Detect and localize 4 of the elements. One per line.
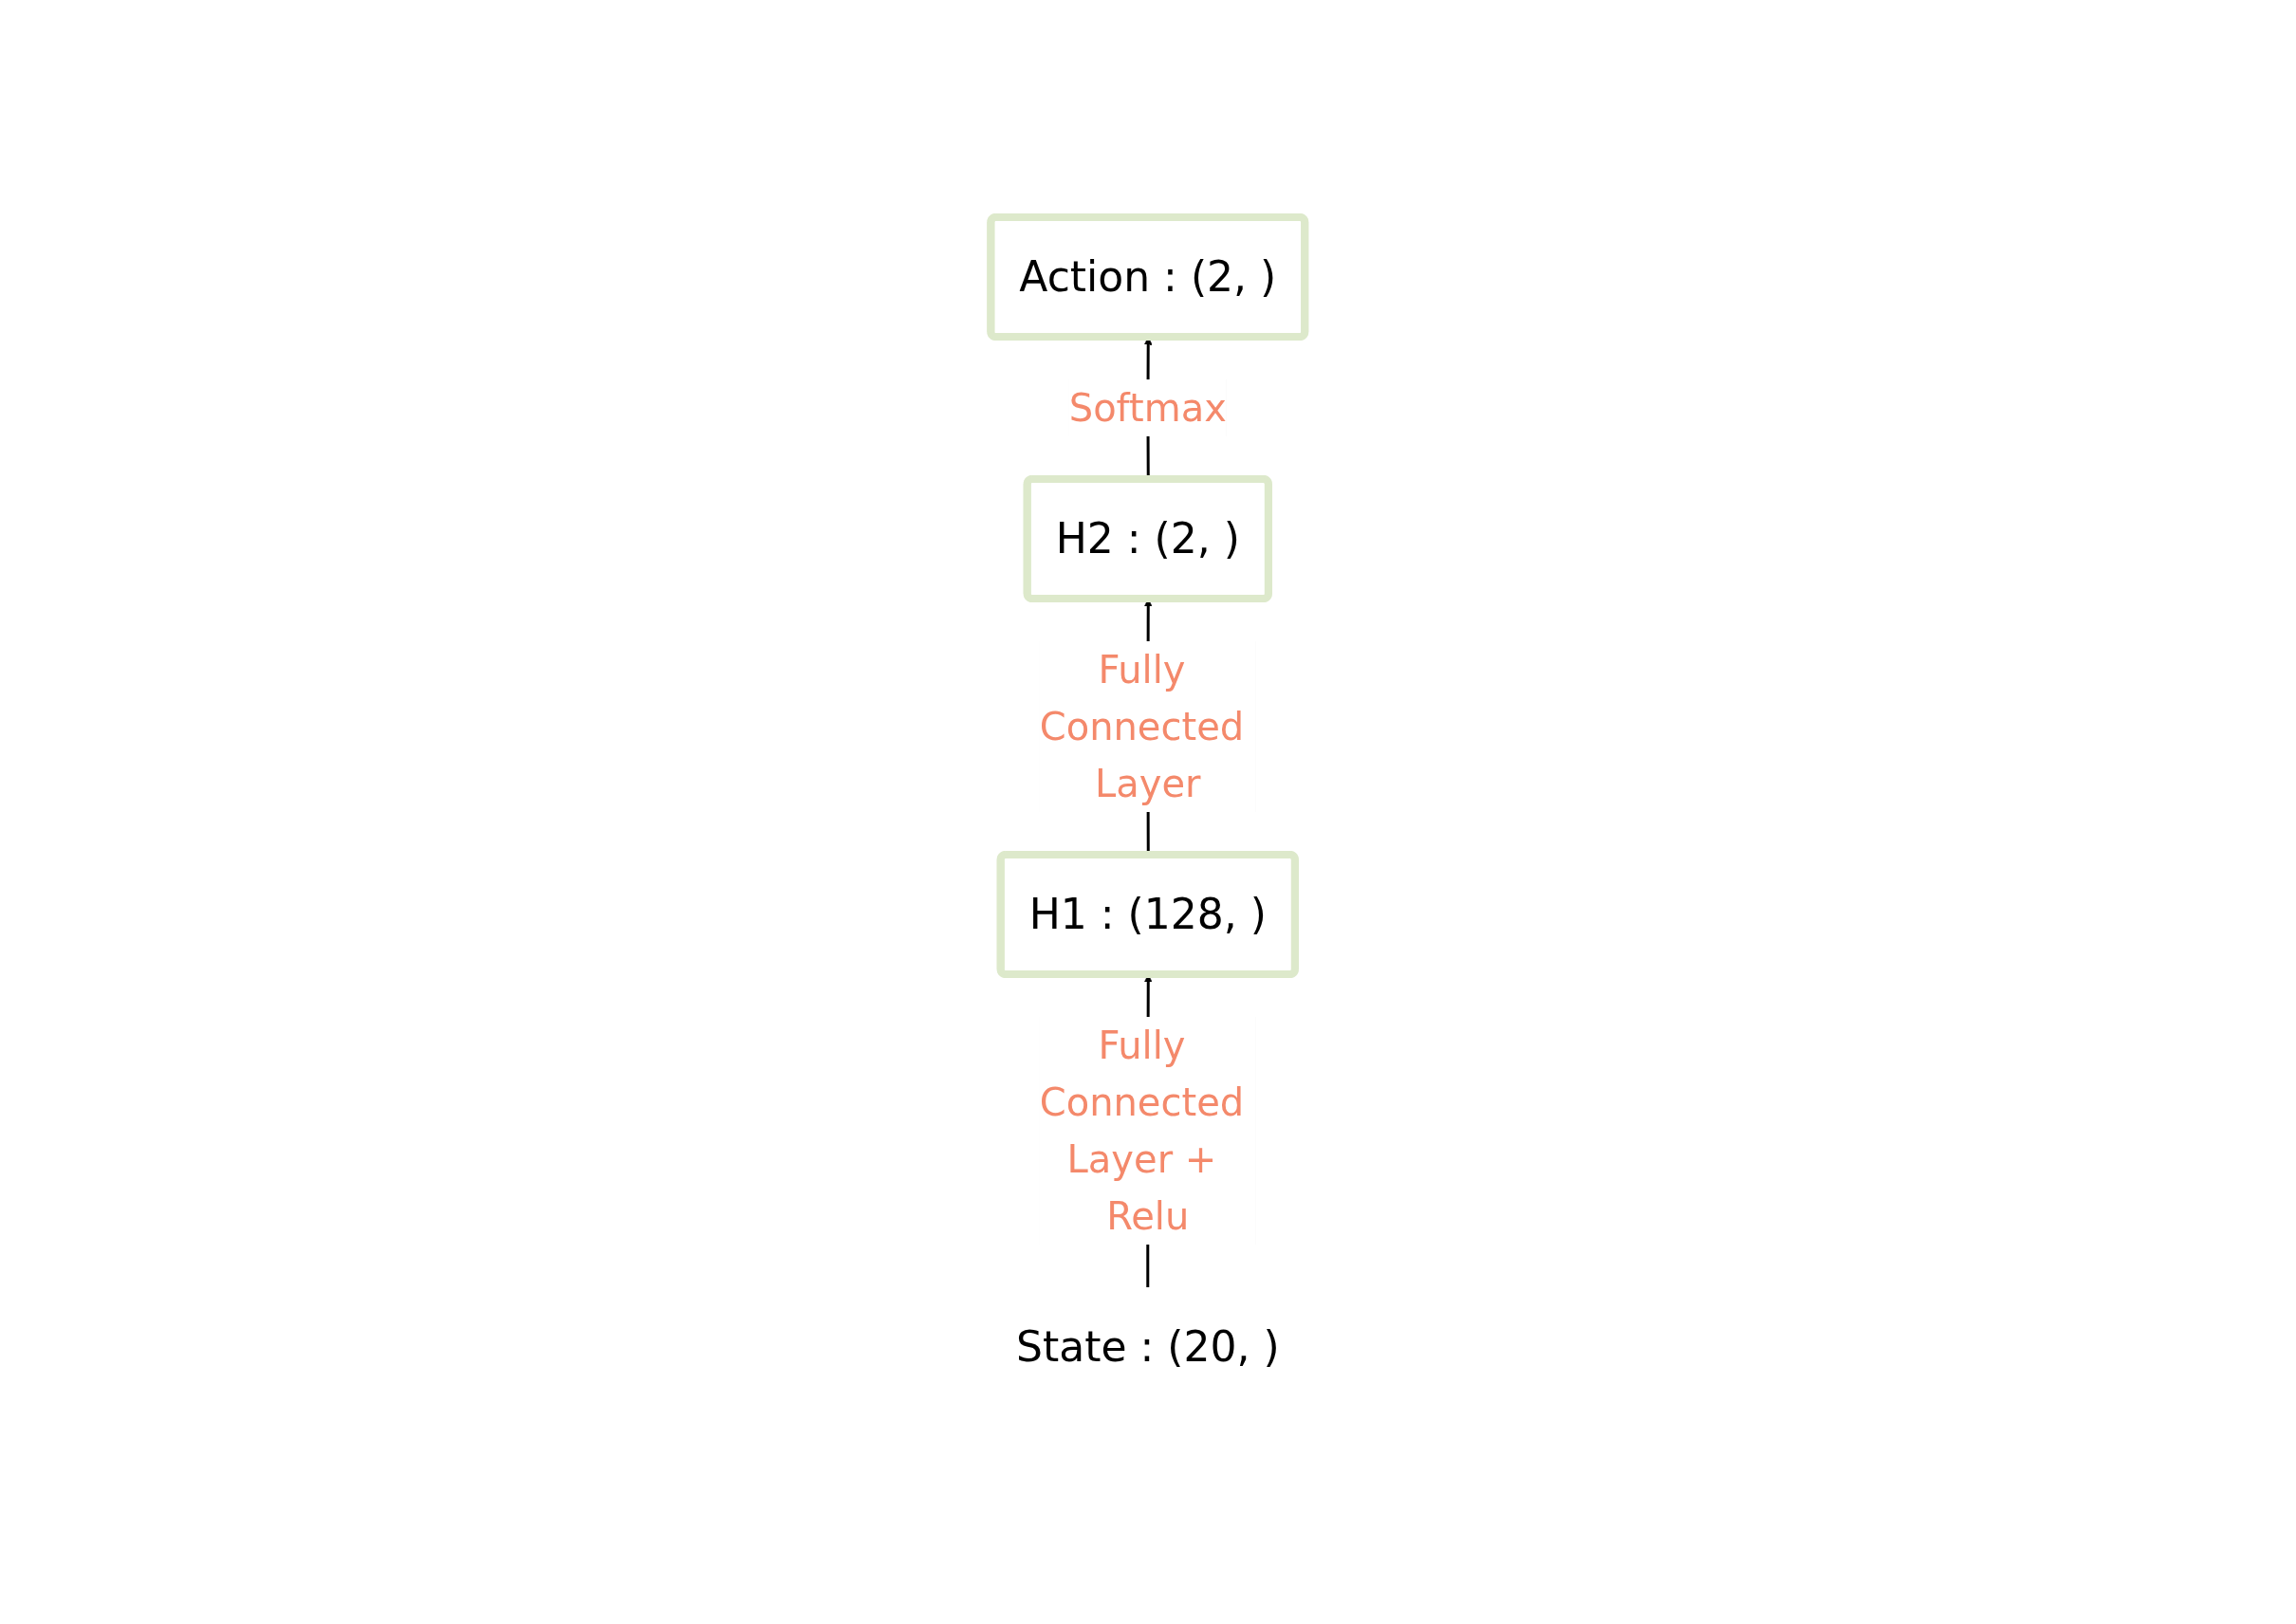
edge-label: Fully Connected Layer: [1039, 648, 1245, 805]
edge-label: Softmax: [1068, 386, 1228, 430]
node-text: State : (20, ): [1016, 1322, 1280, 1371]
edge-label: Fully Connected Layer + Relu: [1039, 1024, 1245, 1238]
